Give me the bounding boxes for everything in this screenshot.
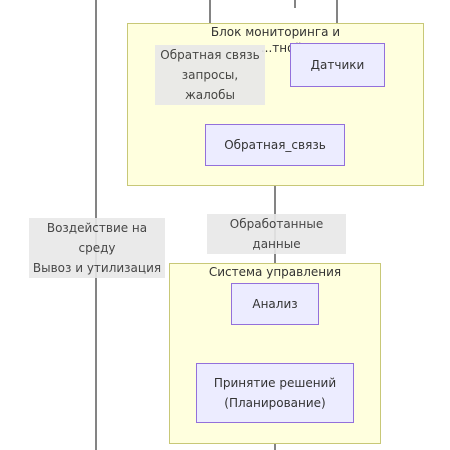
node-decision[interactable]: Принятие решений (Планирование) [196,363,354,423]
node-decision-line2: (Планирование) [224,396,326,410]
edge-label-environment-line1: Воздействие на среду [46,221,148,255]
control-title-line1: Система управления [208,265,342,279]
node-sensors-label: Датчики [310,58,365,72]
edge-label-feedback-line2: запросы, жалобы [181,68,239,102]
node-feedback[interactable]: Обратная_связь [205,124,345,166]
edge-label-environment: Воздействие на среду Вывоз и утилизация [29,218,165,278]
edge-label-processed-data: Обработанные данные [207,214,346,254]
monitoring-title-line1: Блок мониторинга и [210,25,341,39]
edge-label-feedback-line1: Обратная связь [160,48,260,62]
edge-label-environment-line2: Вывоз и утилизация [32,261,162,275]
node-decision-line1: Принятие решений [213,376,337,390]
edge-label-feedback-requests: Обратная связь запросы, жалобы [155,45,265,105]
node-analysis[interactable]: Анализ [231,283,319,325]
node-sensors[interactable]: Датчики [290,43,385,87]
node-feedback-label: Обратная_связь [224,138,326,152]
edge-label-processed-text: Обработанные данные [229,217,324,251]
node-analysis-label: Анализ [252,297,298,311]
